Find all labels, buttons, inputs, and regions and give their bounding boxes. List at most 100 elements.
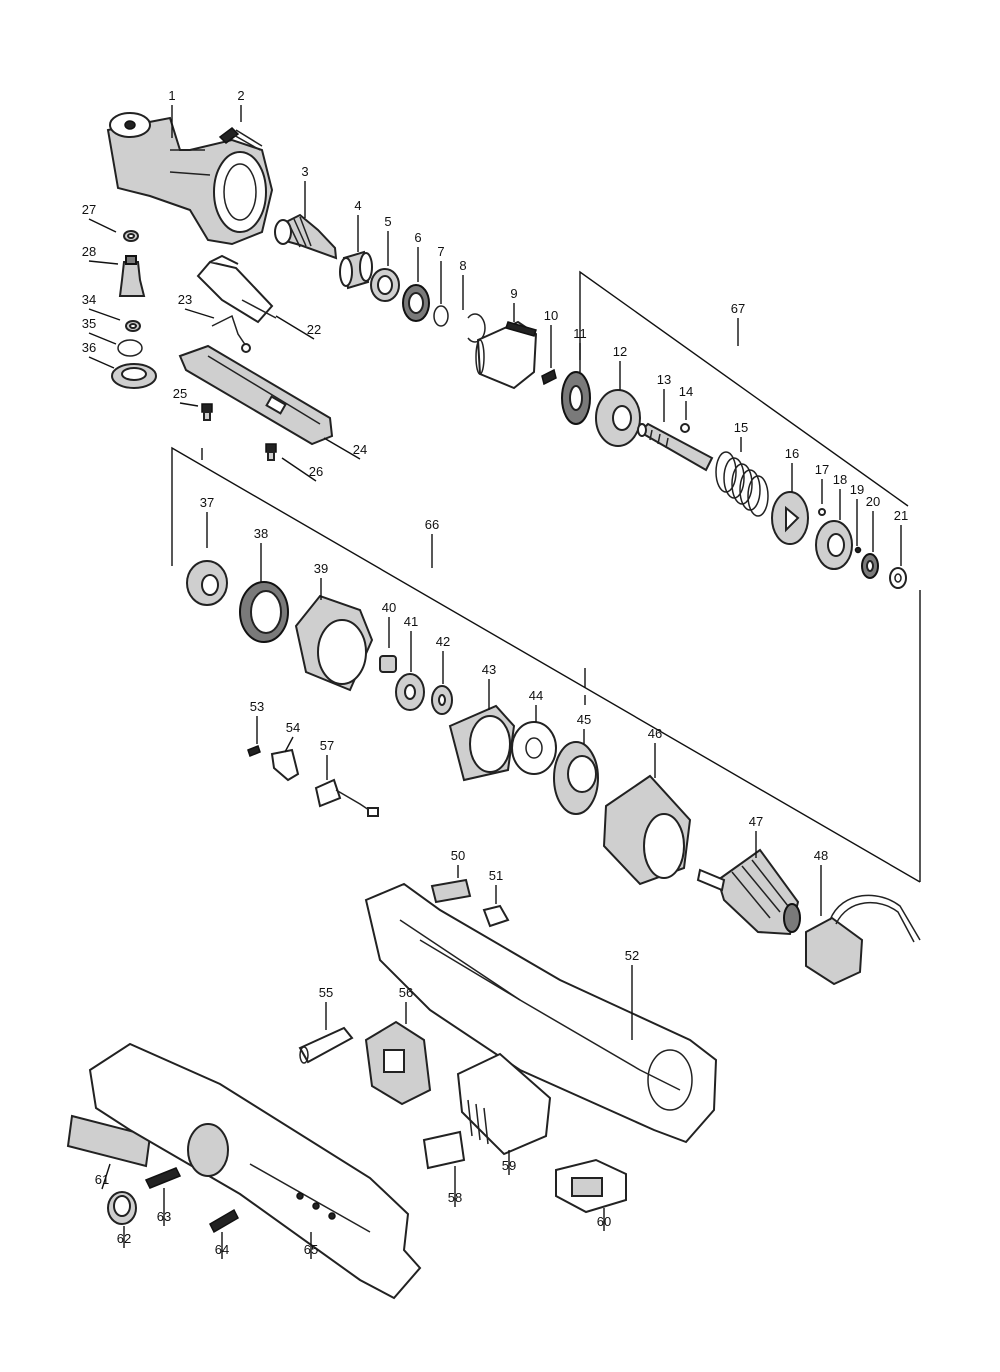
part-36-label: 36 [82,340,96,355]
part-47-armature [696,848,801,936]
part-20-washer [861,553,879,579]
part-28-label: 28 [82,244,96,259]
part-65-housing [88,1042,422,1300]
part-6-label: 6 [414,230,421,245]
part-40-needle-bearing [379,655,397,673]
part-44-washer [511,721,557,775]
part-43-label: 43 [482,662,496,677]
part-27-leader [88,218,117,233]
part-23-spring [211,314,251,353]
part-2-screw [218,127,263,151]
part-63-screw [144,1167,182,1189]
part-26-screw [265,443,277,461]
part-10-spring [541,368,557,386]
part-21-flat-washer [889,567,907,589]
part-15-label: 15 [734,420,748,435]
part-64-label: 64 [215,1242,229,1257]
part-26-leader [281,457,317,482]
part-22-bracket [196,254,277,324]
part-9-label: 9 [510,286,517,301]
part-shapes [66,112,921,1300]
part-15-spring [715,451,769,517]
part-57-label: 57 [320,738,334,753]
part-14-label: 14 [679,384,693,399]
part-56-switch [364,1020,432,1106]
part-36-leader [88,356,115,369]
part-38-ring [239,581,289,643]
part-61-leader [101,1163,111,1190]
part-47-label: 47 [749,814,763,829]
part-36-ring-nut [111,363,157,389]
part-25-label: 25 [173,386,187,401]
part-18-label: 18 [833,472,847,487]
part-1-label: 1 [168,88,175,103]
part-39-label: 39 [314,561,328,576]
part-53-label: 53 [250,699,264,714]
part-9-sleeve [475,320,538,390]
part-34-washer [125,320,141,332]
part-58-label: 58 [448,1190,462,1205]
part-26-label: 26 [309,464,323,479]
part-57-switch [314,778,379,817]
part-28-anvil-head [118,255,146,297]
part-21-label: 21 [894,508,908,523]
part-59-label: 59 [502,1158,516,1173]
part-65-label: 65 [304,1242,318,1257]
part-35-label: 35 [82,316,96,331]
part-51-label [482,904,510,928]
part-38-label: 38 [254,526,268,541]
part-25-screw [201,403,213,421]
part-11-gear [561,371,591,425]
part-55-block [298,1026,354,1064]
part-44-label: 44 [529,688,543,703]
assembly-67-bracket [579,270,909,507]
part-60-terminal [555,1158,627,1214]
part-23-leader [184,308,215,319]
part-61-label: 61 [95,1172,109,1187]
part-34-leader [88,308,121,321]
part-16-hammer [771,491,809,545]
part-3-label: 3 [301,164,308,179]
part-46-label: 46 [648,726,662,741]
assembly-67-label: 67 [731,301,745,316]
part-50-label [430,878,472,904]
part-19-ball [854,546,862,554]
part-12-label: 12 [613,344,627,359]
part-3-spindle [274,213,338,260]
part-59-controller [456,1052,552,1156]
part-42-spur-gear [431,685,453,715]
part-4-label: 4 [354,198,361,213]
part-60-label: 60 [597,1214,611,1229]
part-2-label: 2 [237,88,244,103]
part-34-label: 34 [82,292,96,307]
part-1-gear-housing [106,112,274,246]
part-63-label: 63 [157,1209,171,1224]
leader-lines [88,105,902,1259]
part-35-leader [88,332,117,345]
part-28-leader [88,260,119,265]
part-13-label: 13 [657,372,671,387]
part-37-plate [186,560,228,606]
part-23-label: 23 [178,292,192,307]
part-50-label: 50 [451,848,465,863]
assembly-66-bracket [171,446,921,883]
part-20-label: 20 [866,494,880,509]
part-45-motor-plate [553,741,599,815]
part-55-label: 55 [319,985,333,1000]
part-10-label: 10 [544,308,558,323]
part-46-yoke [602,774,692,886]
part-54-leader [284,736,294,753]
part-48-label: 48 [814,848,828,863]
part-48-switch-assembly [805,894,921,986]
part-52-label: 52 [625,948,639,963]
part-7-o-ring [433,305,449,327]
part-53-pin [247,745,261,757]
part-45-label: 45 [577,712,591,727]
part-11-label: 11 [573,326,587,341]
part-54-clip [270,748,300,782]
part-58-label [422,1130,466,1170]
part-27-label: 27 [82,202,96,217]
part-54-label: 54 [286,720,300,735]
